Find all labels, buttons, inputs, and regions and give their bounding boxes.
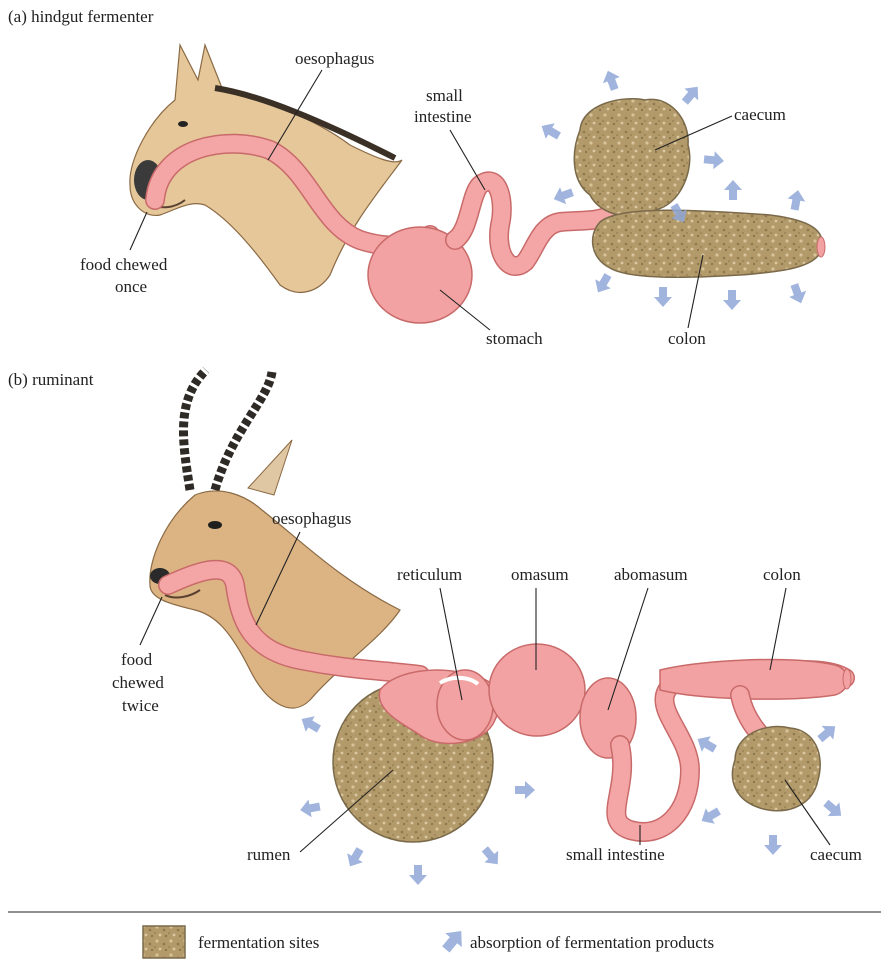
panel-a-heading: (a) hindgut fermenter xyxy=(8,7,154,26)
label-small-intestine-a-1: small xyxy=(426,86,463,105)
label-oesophagus-a: oesophagus xyxy=(295,49,374,68)
label-reticulum: reticulum xyxy=(397,565,462,584)
absorption-arrow xyxy=(654,287,672,307)
label-food-b-2: chewed xyxy=(112,673,164,692)
absorption-arrow xyxy=(478,843,505,870)
absorption-arrow xyxy=(299,798,322,819)
label-colon-b: colon xyxy=(763,565,801,584)
label-food-a-2: once xyxy=(115,277,147,296)
leader-line xyxy=(140,597,162,645)
absorption-arrow xyxy=(599,68,623,93)
label-stomach: stomach xyxy=(486,329,543,348)
label-small-intestine-b: small intestine xyxy=(566,845,665,864)
label-small-intestine-a-2: intestine xyxy=(414,107,472,126)
absorption-arrow xyxy=(786,189,807,212)
absorption-arrow xyxy=(697,803,723,829)
caecum xyxy=(732,727,820,811)
leader-line xyxy=(130,212,147,250)
label-omasum: omasum xyxy=(511,565,569,584)
absorption-arrow xyxy=(764,835,782,855)
absorption-arrow xyxy=(297,711,323,737)
absorption-arrow xyxy=(678,81,705,108)
leader-line xyxy=(770,588,786,670)
caecum xyxy=(574,99,689,216)
label-rumen: rumen xyxy=(247,845,291,864)
absorption-arrow xyxy=(590,271,616,297)
label-caecum-a: caecum xyxy=(734,105,786,124)
legend-fermentation-swatch xyxy=(143,926,185,958)
label-abomasum: abomasum xyxy=(614,565,688,584)
legend-arrow-icon xyxy=(438,924,470,956)
absorption-arrow xyxy=(551,184,576,208)
absorption-arrow xyxy=(820,796,847,823)
legend-absorption-label: absorption of fermentation products xyxy=(470,933,714,952)
label-caecum-b: caecum xyxy=(810,845,862,864)
legend-fermentation-label: fermentation sites xyxy=(198,933,319,952)
label-oesophagus-b: oesophagus xyxy=(272,509,351,528)
absorption-arrow xyxy=(723,290,741,310)
panel-b-heading: (b) ruminant xyxy=(8,370,94,389)
label-food-b-3: twice xyxy=(122,696,159,715)
absorption-arrow xyxy=(537,118,563,144)
absorption-arrow xyxy=(814,719,841,746)
label-food-a-1: food chewed xyxy=(80,255,168,274)
label-colon-a: colon xyxy=(668,329,706,348)
leader-line xyxy=(450,130,485,190)
colon xyxy=(593,210,823,277)
label-food-b-1: food xyxy=(121,650,153,669)
absorption-arrow xyxy=(786,281,810,306)
absorption-arrow xyxy=(515,781,535,799)
absorption-arrow xyxy=(342,845,368,871)
absorption-arrow xyxy=(409,865,427,885)
absorption-arrow xyxy=(703,150,724,170)
absorption-arrow xyxy=(724,180,742,200)
omasum xyxy=(489,644,585,736)
